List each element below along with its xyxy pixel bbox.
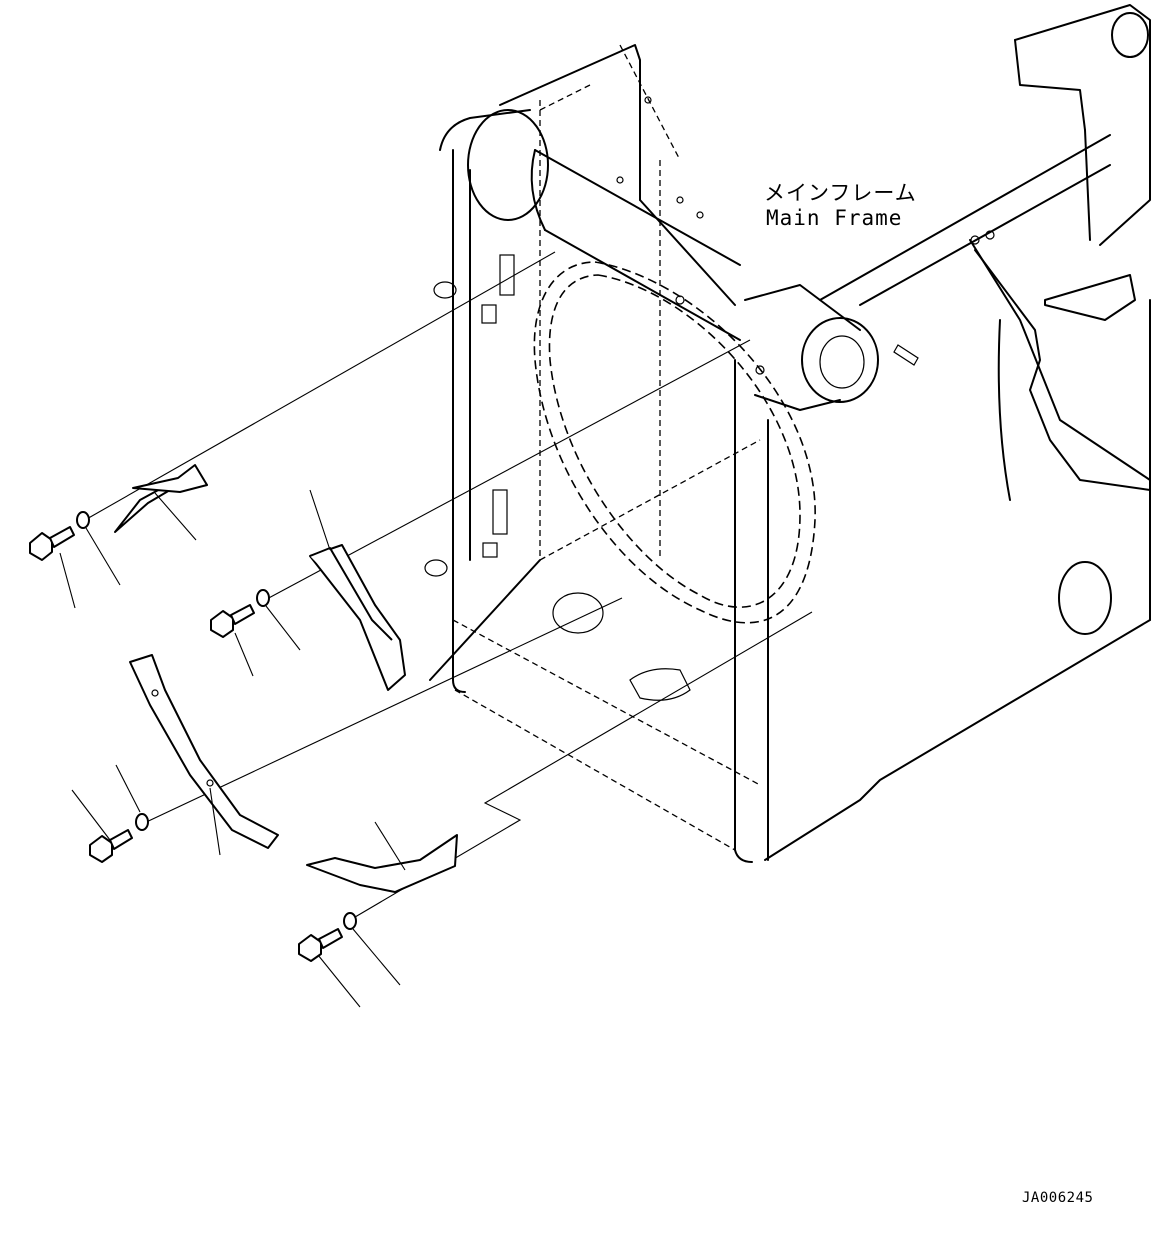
bolt-2 [210, 604, 255, 677]
shroud-part-left [129, 654, 279, 856]
bolt-4 [298, 928, 361, 1008]
shroud-part-top [114, 464, 208, 541]
washer-2 [256, 589, 301, 651]
washer-3 [115, 764, 149, 831]
bolt-1 [29, 526, 76, 609]
assembly-lines [84, 251, 813, 921]
bolt-3 [71, 789, 133, 863]
washer-1 [76, 511, 121, 586]
main-frame-label-jp: メインフレーム [764, 181, 917, 205]
shroud-part-right [309, 489, 406, 691]
drawing-id: JA006245 [1022, 1190, 1093, 1206]
main-frame [424, 4, 1151, 863]
washer-4 [343, 912, 401, 986]
main-frame-label-en: Main Frame [766, 206, 902, 230]
shroud-part-bottom [306, 821, 458, 893]
